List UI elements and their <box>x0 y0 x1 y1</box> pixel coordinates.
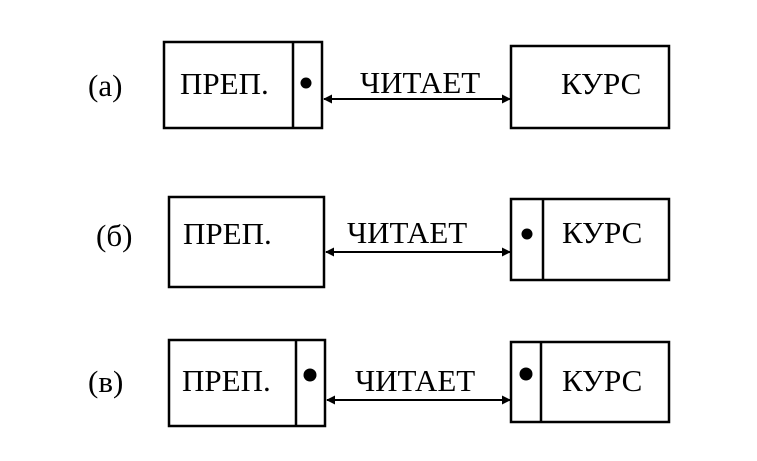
row-a-left-dot-icon <box>300 77 312 89</box>
row-b-left-entity: ПРЕП. <box>167 195 326 289</box>
row-c-right-dot-icon <box>519 367 533 381</box>
row-c-left-dot-icon <box>303 368 317 382</box>
row-c-tag: (в) <box>88 364 123 399</box>
row-c-right-entity: КУРС <box>509 340 671 424</box>
row-b: (б) ПРЕП. ЧИТАЕТ КУРС <box>96 195 671 289</box>
row-a-left-entity: ПРЕП. <box>162 40 324 130</box>
row-c-right-label: КУРС <box>562 363 642 398</box>
row-b-right-dot-icon <box>521 228 533 240</box>
row-c-relation: ЧИТАЕТ <box>355 363 475 398</box>
row-a: (а) ПРЕП. ЧИТАЕТ КУРС <box>88 40 671 130</box>
row-a-relation: ЧИТАЕТ <box>360 65 480 100</box>
row-c: (в) ПРЕП. ЧИТАЕТ КУРС <box>88 338 671 428</box>
row-c-left-label: ПРЕП. <box>182 363 271 398</box>
row-b-relation: ЧИТАЕТ <box>347 215 467 250</box>
row-c-left-entity: ПРЕП. <box>167 338 327 428</box>
row-b-tag: (б) <box>96 218 132 253</box>
row-b-right-label: КУРС <box>562 215 642 250</box>
row-b-left-label: ПРЕП. <box>183 216 272 251</box>
row-a-tag: (а) <box>88 68 122 103</box>
row-a-right-label: КУРС <box>561 66 641 101</box>
row-a-right-entity: КУРС <box>509 44 671 130</box>
row-b-right-entity: КУРС <box>509 197 671 282</box>
row-a-left-label: ПРЕП. <box>180 66 269 101</box>
